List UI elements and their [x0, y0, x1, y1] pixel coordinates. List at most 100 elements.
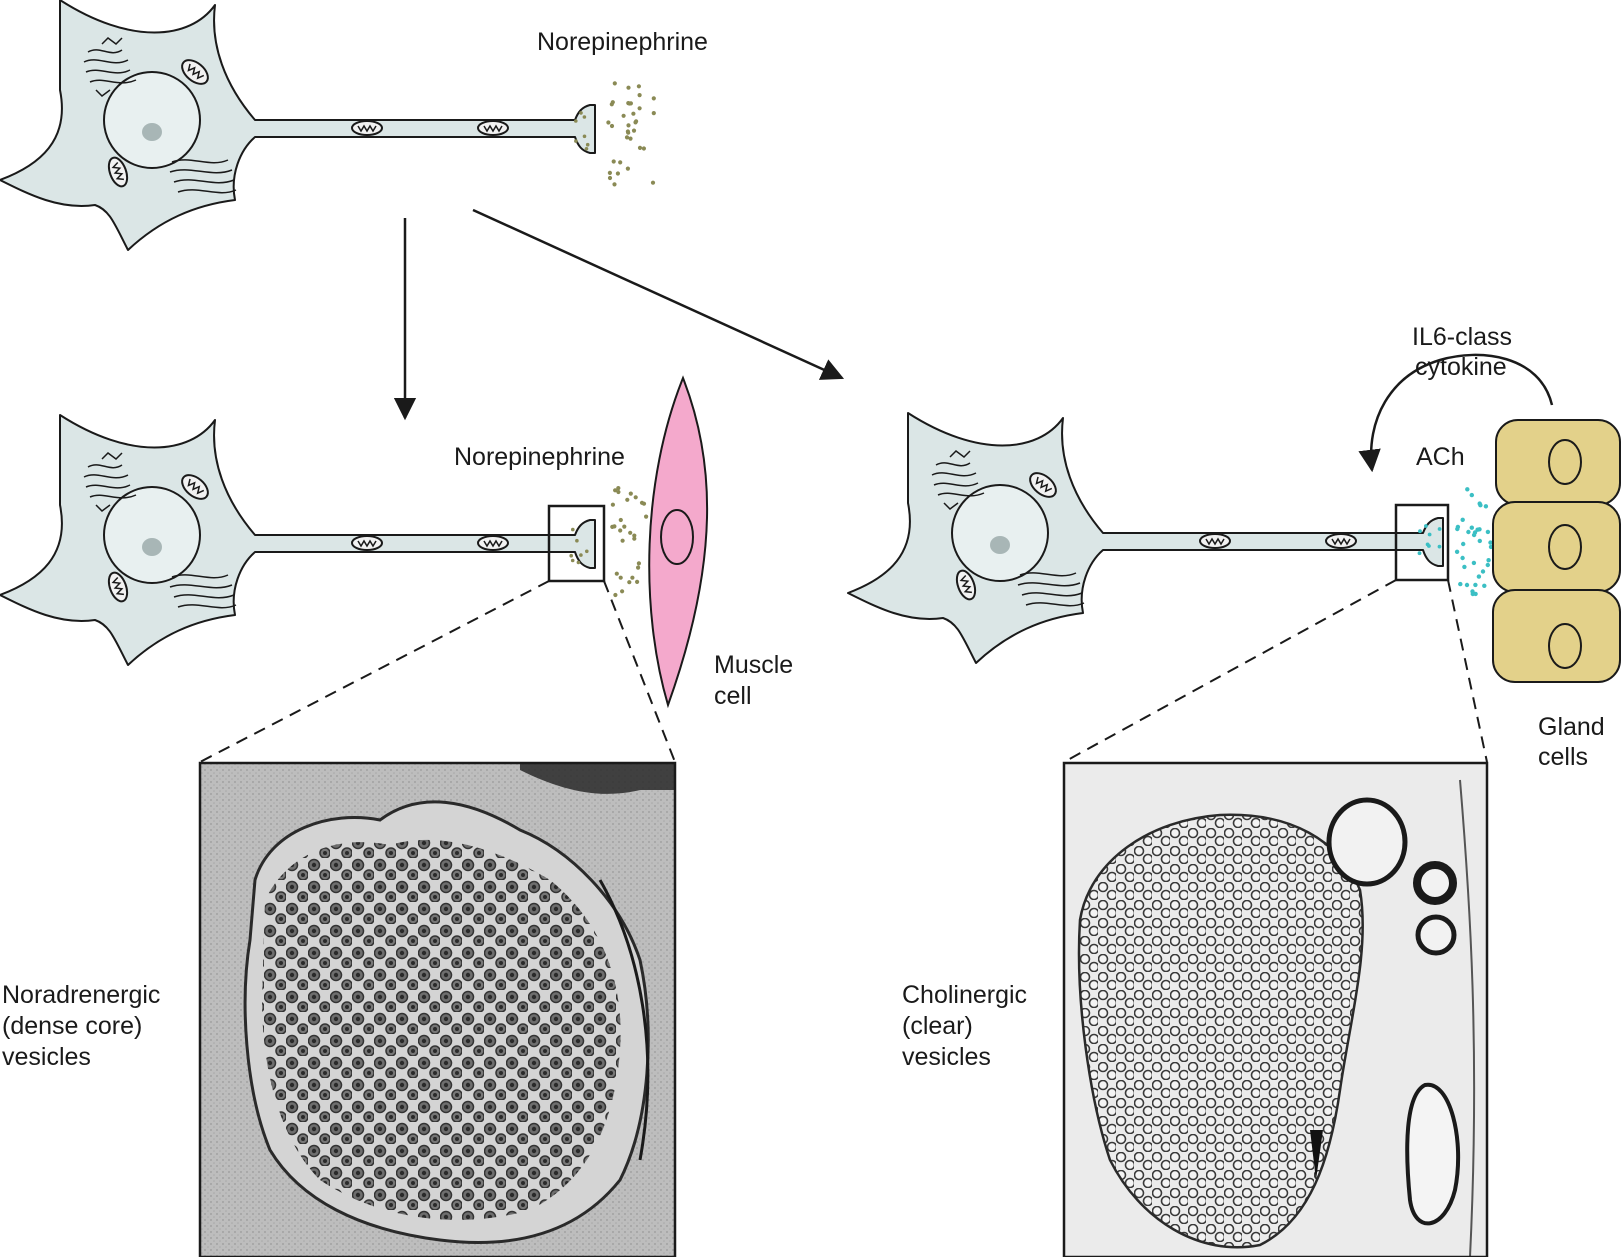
cytokine-label-2: cytokine — [1415, 353, 1507, 381]
molecule-dot — [609, 123, 615, 129]
synapse-zoom-box-right — [1394, 503, 1450, 582]
molecule-dot — [616, 486, 621, 491]
gland-cell-icon — [1495, 419, 1621, 506]
molecule-dot — [631, 111, 636, 116]
molecule-dot — [1462, 564, 1467, 570]
molecule-dot — [615, 171, 621, 176]
molecule-dot — [620, 538, 625, 543]
molecule-dot — [1454, 549, 1460, 554]
molecule-dot — [628, 136, 633, 141]
molecule-dot — [1471, 560, 1477, 566]
norepinephrine-molecules-mid — [569, 486, 649, 598]
molecule-dot — [616, 489, 621, 495]
molecule-dot — [1488, 540, 1493, 545]
molecule-dot — [1437, 527, 1442, 531]
molecule-dot — [606, 120, 611, 125]
noradrenergic-label-1: Noradrenergic — [2, 981, 160, 1009]
molecule-dot — [620, 589, 625, 594]
molecule-dot — [607, 170, 613, 175]
norepinephrine-label-top: Norepinephrine — [537, 28, 708, 56]
molecule-dot — [1486, 558, 1491, 563]
molecule-dot — [569, 553, 573, 558]
gland-cells-label-2: cells — [1538, 743, 1588, 771]
molecule-dot — [618, 528, 623, 533]
molecule-dot — [579, 553, 583, 557]
top-neuron — [0, 0, 596, 251]
molecule-dot — [1469, 525, 1475, 530]
molecule-dot — [1427, 544, 1431, 548]
molecule-dot — [632, 536, 637, 541]
molecule-dot — [626, 85, 631, 90]
molecule-dot — [585, 549, 589, 554]
molecule-dot — [613, 488, 618, 493]
molecule-dot — [651, 111, 656, 116]
molecule-dot — [637, 145, 643, 150]
molecule-dot — [622, 524, 627, 529]
molecule-dot — [644, 514, 649, 519]
molecule-dot — [627, 580, 632, 585]
molecule-dot — [1473, 582, 1478, 588]
molecule-dot — [1466, 529, 1471, 535]
molecule-dot — [637, 93, 642, 98]
molecule-dot — [576, 560, 581, 565]
molecule-dot — [1418, 529, 1422, 534]
molecule-dot — [1483, 504, 1489, 509]
zoom-line-left-b — [603, 580, 676, 763]
muscle-cell-label-1: Muscle — [714, 651, 793, 679]
noradrenergic-label-3: vesicles — [2, 1043, 91, 1071]
ach-molecules — [1417, 487, 1494, 597]
molecule-dot — [621, 113, 626, 118]
molecule-dot — [582, 115, 587, 119]
molecule-dot — [628, 491, 633, 496]
molecule-dot — [1464, 582, 1470, 588]
molecule-dot — [610, 100, 615, 105]
molecule-dot — [1455, 526, 1460, 532]
cytokine-label-1: IL6-class — [1412, 323, 1512, 351]
molecule-dot — [636, 561, 642, 566]
gland-cell-icon — [1492, 501, 1621, 593]
zoom-line-left-a — [199, 580, 550, 763]
molecule-dot — [1458, 581, 1463, 587]
molecule-dot — [574, 119, 578, 123]
molecule-dot — [1465, 487, 1470, 492]
gland-cells — [1492, 419, 1621, 683]
noradrenergic-micrograph — [198, 761, 677, 1257]
molecule-dot — [607, 175, 613, 181]
molecule-dot — [574, 139, 578, 143]
molecule-dot — [610, 502, 616, 507]
molecule-dot — [625, 129, 631, 134]
molecule-dot — [618, 575, 623, 580]
molecule-dot — [639, 500, 645, 505]
molecule-dot — [582, 134, 587, 139]
molecule-dot — [612, 182, 617, 187]
molecule-dot — [570, 558, 575, 563]
molecule-dot — [1478, 503, 1483, 508]
cholinergic-micrograph — [1062, 761, 1489, 1257]
molecule-dot — [1476, 574, 1482, 579]
molecule-dot — [628, 530, 633, 535]
cholinergic-label-2: (clear) — [902, 1012, 973, 1040]
molecule-dot — [585, 142, 590, 147]
molecule-dot — [630, 575, 635, 580]
cholinergic-label-1: Cholinergic — [902, 981, 1027, 1009]
molecule-dot — [584, 147, 589, 151]
molecule-dot — [1460, 517, 1465, 522]
arrow-diagonal — [472, 208, 845, 380]
molecule-dot — [636, 84, 642, 89]
molecule-dot — [626, 123, 631, 128]
molecule-dot — [613, 592, 618, 598]
muscle-cell-icon — [648, 375, 709, 709]
molecule-dot — [1480, 569, 1486, 574]
molecule-dot — [618, 160, 623, 165]
molecule-dot — [625, 166, 631, 171]
molecule-dot — [635, 579, 640, 585]
molecule-dot — [651, 96, 656, 101]
molecule-dot — [1485, 562, 1491, 568]
norepinephrine-molecules-top — [574, 81, 656, 187]
cytokine-arrow — [1358, 353, 1554, 473]
ach-label: ACh — [1416, 443, 1465, 471]
molecule-dot — [1477, 538, 1483, 544]
molecule-dot — [1485, 529, 1491, 535]
molecule-dot — [636, 565, 641, 570]
